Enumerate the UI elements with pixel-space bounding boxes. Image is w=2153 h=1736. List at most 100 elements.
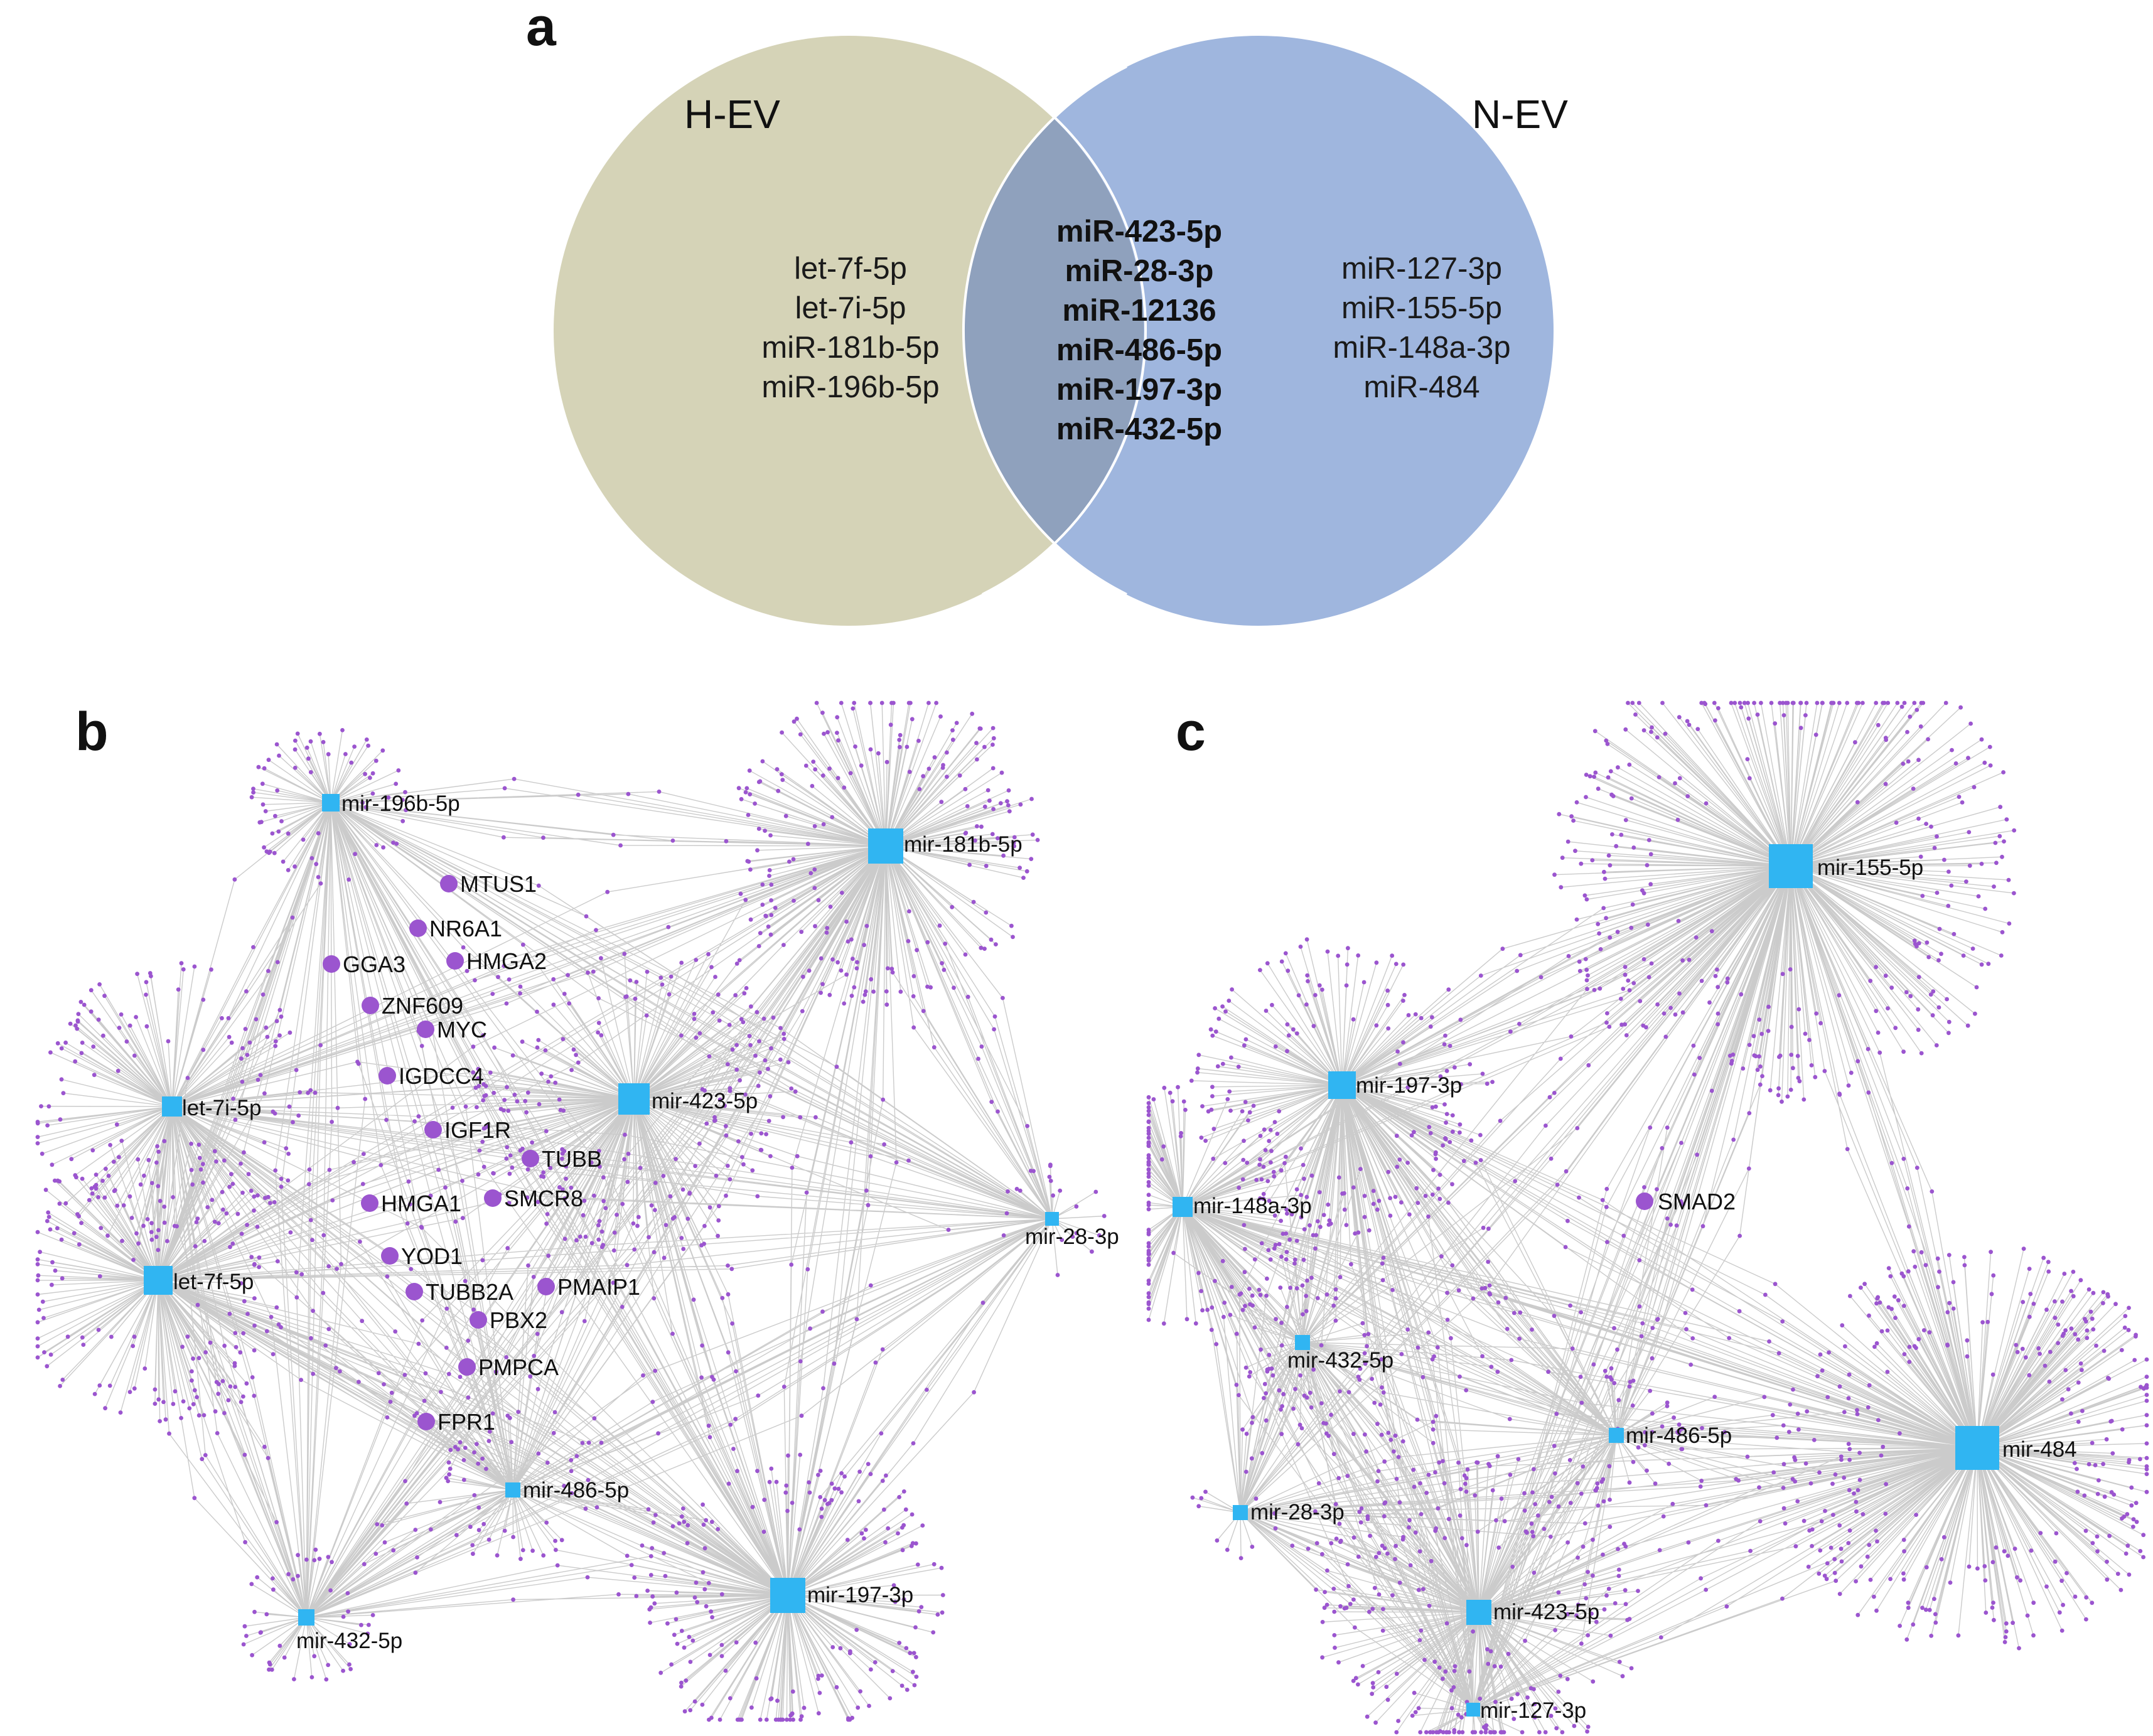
target-node	[1489, 1364, 1494, 1369]
target-node	[1450, 1182, 1454, 1187]
target-node	[1294, 1031, 1299, 1036]
target-node	[2043, 1363, 2048, 1368]
target-node	[599, 1245, 604, 1250]
target-node	[394, 842, 399, 846]
target-node	[242, 1624, 247, 1629]
target-node	[1336, 1175, 1341, 1180]
target-node	[1902, 1304, 1906, 1309]
target-node	[1458, 1130, 1462, 1135]
target-node	[1683, 1310, 1688, 1315]
target-node	[1346, 1583, 1351, 1589]
target-node	[911, 994, 916, 999]
target-node	[1279, 959, 1284, 964]
target-node	[1487, 1291, 1492, 1296]
target-node	[940, 1593, 945, 1597]
target-node	[1279, 1407, 1283, 1412]
target-node	[1937, 926, 1942, 931]
target-node	[193, 1244, 198, 1249]
target-node	[394, 781, 399, 786]
target-node	[1307, 1223, 1312, 1228]
target-node	[1607, 1464, 1612, 1469]
target-node	[726, 1263, 730, 1268]
target-node	[1146, 1244, 1151, 1249]
target-node	[48, 1227, 53, 1232]
target-node	[658, 975, 663, 980]
target-node	[666, 924, 671, 930]
target-node	[1796, 1427, 1801, 1432]
target-node	[1960, 800, 1965, 805]
target-node	[2057, 1610, 2062, 1615]
target-node	[1195, 1066, 1200, 1071]
target-node	[1797, 1079, 1802, 1084]
target-node	[201, 1413, 207, 1418]
target-node	[569, 1491, 574, 1496]
target-node	[1713, 973, 1718, 978]
target-node	[670, 839, 675, 843]
target-node	[1920, 1605, 1925, 1610]
target-node	[1452, 1065, 1457, 1070]
target-node	[149, 973, 153, 978]
target-node	[1663, 731, 1668, 736]
target-node	[1751, 1034, 1756, 1039]
target-node	[1872, 1594, 1876, 1599]
target-node	[1604, 1374, 1609, 1379]
target-node	[1582, 893, 1587, 898]
target-node	[505, 1246, 510, 1251]
target-node	[274, 1019, 279, 1024]
target-node	[1436, 1186, 1441, 1191]
target-node	[201, 1162, 205, 1167]
target-node	[1629, 1666, 1634, 1671]
target-node	[767, 874, 771, 878]
target-node	[349, 760, 354, 765]
target-node	[1641, 957, 1646, 962]
target-node	[224, 1211, 229, 1216]
target-node	[755, 848, 760, 853]
target-node	[1146, 1207, 1151, 1212]
target-node	[1803, 1031, 1808, 1036]
target-node	[1788, 967, 1793, 972]
target-node	[1655, 735, 1660, 740]
target-node	[40, 1299, 45, 1304]
target-node	[1294, 1286, 1299, 1291]
target-node	[2031, 1633, 2036, 1638]
target-node	[1837, 1384, 1842, 1389]
target-node	[1795, 1499, 1800, 1504]
target-node	[1283, 1154, 1288, 1159]
target-node	[97, 1274, 102, 1278]
target-node	[1189, 1078, 1194, 1083]
target-node	[716, 1233, 720, 1238]
target-node	[1810, 1527, 1815, 1532]
target-node	[821, 822, 826, 827]
target-node	[707, 1054, 712, 1059]
target-node	[373, 1551, 379, 1557]
target-node	[251, 945, 255, 950]
target-node	[1243, 1246, 1247, 1251]
target-node	[1950, 747, 1954, 753]
target-node	[1090, 1249, 1094, 1254]
target-node	[1952, 931, 1957, 936]
target-node	[1237, 1292, 1242, 1297]
target-node	[1285, 1049, 1289, 1054]
target-node	[1623, 818, 1628, 822]
target-node	[1769, 700, 1774, 705]
target-node	[209, 967, 213, 972]
target-node	[825, 1502, 830, 1506]
target-node	[1014, 1187, 1019, 1191]
target-node	[201, 1180, 205, 1185]
target-node	[1581, 1464, 1586, 1469]
hub-gene: PMPCA	[458, 1354, 559, 1380]
target-node	[1709, 1088, 1714, 1093]
target-node	[2021, 1246, 2026, 1251]
target-node	[1859, 1564, 1864, 1569]
target-node	[316, 875, 321, 879]
target-node	[1431, 1167, 1436, 1172]
target-node	[106, 1174, 111, 1178]
target-node	[1247, 1287, 1252, 1291]
target-node	[1742, 700, 1747, 705]
target-node	[1351, 1597, 1356, 1602]
target-node	[1801, 1097, 1807, 1102]
target-node	[1434, 1104, 1438, 1109]
target-node	[1920, 894, 1925, 898]
target-node	[612, 1230, 617, 1235]
target-node	[1273, 1243, 1278, 1247]
